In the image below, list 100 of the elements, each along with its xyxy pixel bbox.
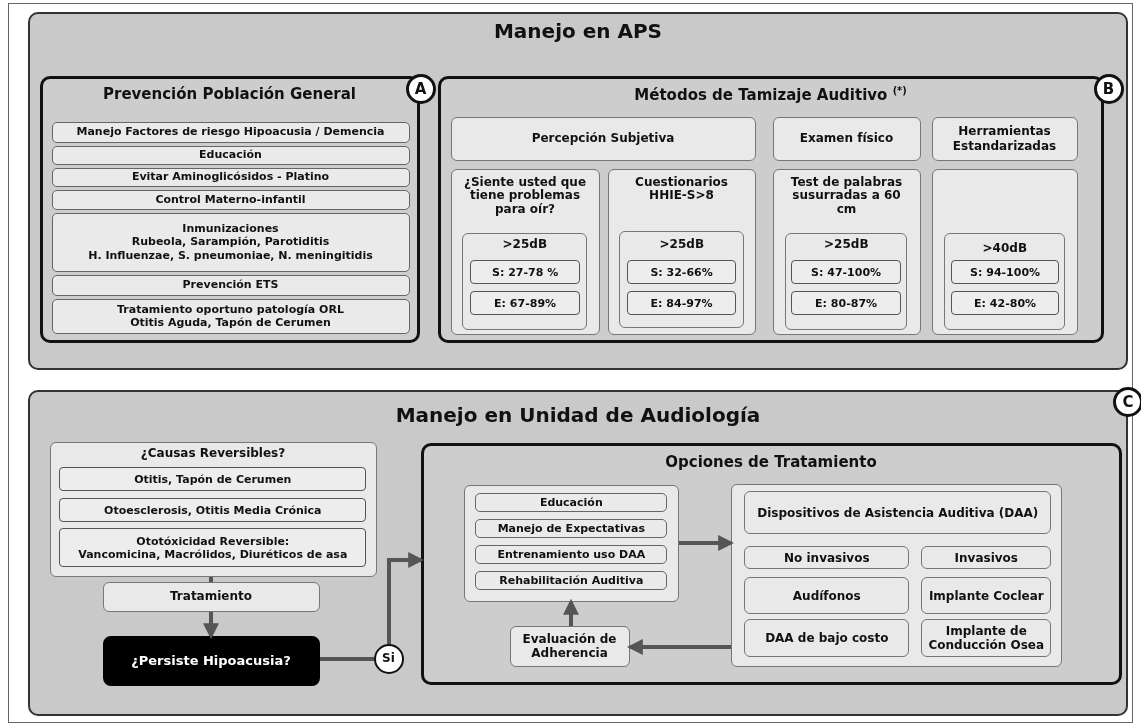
value-box	[627, 291, 737, 316]
box-text: ¿Persiste Hipoacusia?	[131, 652, 291, 669]
box-text: Implante Coclear	[928, 588, 1044, 603]
rounded-box	[49, 441, 377, 577]
rounded-box	[744, 546, 910, 570]
arrow	[626, 639, 731, 655]
box-text: E: 67-89%	[494, 296, 557, 310]
box-text: Dispositivos de Asistencia Auditiva (DAA)	[757, 505, 1039, 520]
rounded-box	[921, 619, 1052, 658]
section-panel	[420, 442, 1122, 685]
box-text: E: 42-80%	[974, 296, 1037, 310]
rounded-box	[921, 577, 1052, 615]
panel	[28, 12, 1128, 370]
list-box	[475, 519, 668, 539]
rounded-box	[931, 168, 1078, 335]
box-text: Evitar Aminoglicósidos - Platino	[131, 170, 330, 184]
box-text: Manejo de Expectativas	[497, 522, 645, 536]
section-title: >25dB	[823, 238, 870, 253]
rounded-box	[102, 581, 320, 612]
rounded-box	[462, 233, 588, 331]
section-title: Manejo en APS	[492, 20, 664, 43]
section-title: >40dB	[981, 242, 1029, 257]
arrow	[387, 552, 425, 644]
list-box	[51, 274, 410, 296]
rounded-box	[772, 168, 921, 335]
list-box	[51, 189, 410, 210]
arrow	[563, 598, 579, 626]
box-text: C	[1122, 393, 1134, 411]
rounded-box	[744, 577, 910, 615]
section-panel	[437, 75, 1104, 343]
rounded-box	[619, 231, 745, 329]
letter-badge	[1113, 387, 1141, 417]
rounded-box	[744, 619, 910, 658]
section-title: ¿Causas Reversibles?	[139, 446, 287, 461]
rounded-box	[785, 233, 908, 331]
box-text: S: 32-66%	[650, 265, 713, 279]
box-text: Inmunizaciones	[182, 222, 279, 236]
box-text: B	[1102, 79, 1115, 98]
box-text: Si	[382, 651, 395, 666]
list-box	[51, 121, 410, 143]
list-box	[51, 145, 410, 165]
box-text: Otoesclerosis, Otitis Media Crónica	[104, 503, 322, 517]
rounded-box	[450, 168, 600, 335]
rounded-box	[772, 116, 921, 161]
box-text: Manejo Factores de riesgo Hipoacusia / Demencia	[76, 125, 385, 139]
box-text: Rehabilitación Auditiva	[499, 574, 644, 588]
section-title: ¿Siente usted que tiene problemas para oír?	[462, 175, 588, 217]
letter-badge	[405, 73, 436, 104]
section-title: Prevención Población General	[102, 85, 357, 103]
list-box	[51, 212, 410, 272]
decision-circle	[373, 643, 404, 674]
value-box	[951, 260, 1060, 285]
box-text: Otitis Aguda, Tapón de Cerumen	[130, 316, 331, 330]
section-title: >25dB	[658, 238, 706, 253]
box-text: Educación	[539, 496, 603, 510]
box-text: Educación	[199, 148, 262, 162]
value-box	[627, 260, 737, 285]
value-box	[791, 260, 902, 285]
rounded-box	[450, 116, 756, 161]
rounded-box	[931, 116, 1078, 161]
box-text: Herramientas Estandarizadas	[951, 124, 1058, 153]
letter-badge	[1093, 73, 1124, 104]
section-title: Cuestionarios HHIE-S>8	[634, 175, 729, 204]
value-box	[951, 291, 1060, 316]
box-text: S: 27-78 %	[492, 265, 559, 279]
box-text: S: 94-100%	[970, 265, 1041, 279]
arrow	[679, 535, 735, 551]
box-text: Rubeola, Sarampión, Parotiditis	[131, 235, 330, 249]
box-text: Prevención ETS	[182, 278, 279, 292]
box-text: A	[414, 79, 427, 98]
section-title: >25dB	[501, 238, 549, 253]
rounded-box	[730, 483, 1062, 667]
box-text: No invasivos	[784, 550, 870, 565]
box-text: Control Materno-infantil	[155, 192, 306, 207]
box-text: Entrenamiento uso DAA	[497, 548, 646, 562]
value-box	[791, 291, 902, 316]
box-text: Percepción Subjetiva	[531, 131, 675, 146]
list-box	[51, 298, 410, 334]
list-box	[475, 545, 668, 565]
rounded-box	[921, 546, 1052, 570]
box-text: E: 84-97%	[650, 296, 713, 310]
rounded-box	[944, 233, 1066, 331]
list-box	[475, 571, 668, 591]
box-text: E: 80-87%	[815, 296, 878, 310]
section-title: Opciones de Tratamiento	[664, 453, 878, 471]
value-box	[470, 291, 581, 316]
list-box	[475, 493, 668, 513]
section-title: Manejo en Unidad de Audiología	[394, 404, 762, 427]
box-text: Otitis, Tapón de Cerumen	[134, 472, 292, 486]
section-title: Métodos de Tamizaje Auditivo $^{(*)}$	[633, 84, 908, 104]
box-text: H. Influenzae, S. pneumoniae, N. meningitidis	[88, 248, 373, 262]
decision-box	[102, 635, 320, 686]
box-text: Evaluación de Adherencia	[521, 631, 618, 661]
rounded-box	[607, 168, 756, 335]
rounded-box	[463, 484, 679, 602]
box-text: Invasivos	[954, 550, 1018, 565]
rounded-box	[509, 625, 630, 667]
box-text: DAA de bajo costo	[765, 631, 889, 646]
value-box	[59, 467, 367, 492]
box-text: Tratamiento	[170, 589, 252, 604]
